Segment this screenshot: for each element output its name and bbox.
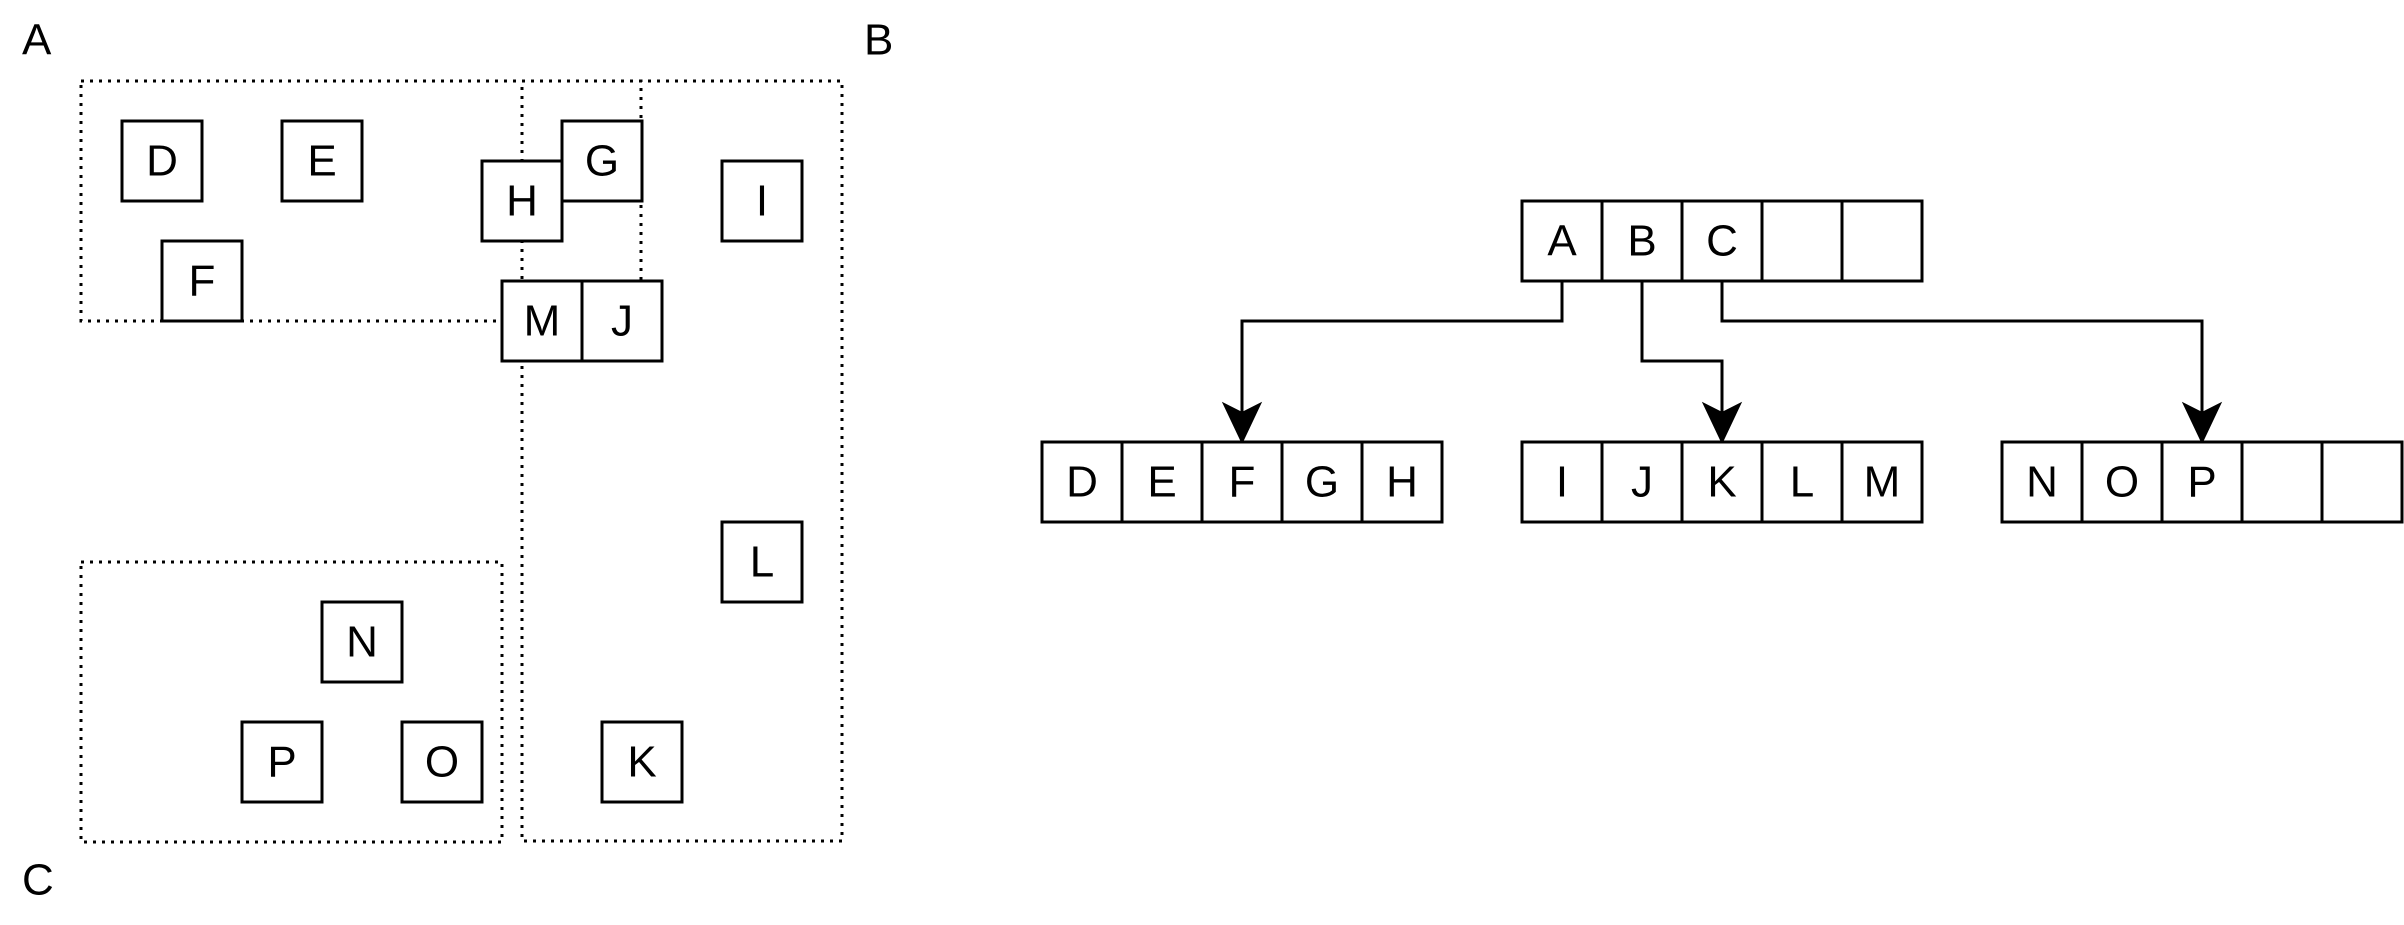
- spatial-item: G: [560, 119, 644, 203]
- edge-b-to-child: [1640, 281, 1724, 412]
- node-cell: M: [1840, 440, 1924, 524]
- node-cell-label: F: [1229, 458, 1256, 507]
- spatial-item-label: G: [585, 137, 619, 186]
- node-cell: [1840, 199, 1924, 283]
- tree-view: A B C D: [1040, 199, 2404, 524]
- spatial-item-label: H: [506, 177, 538, 226]
- spatial-item: N: [320, 600, 404, 684]
- node-cell-label: J: [1631, 458, 1653, 507]
- root-node: A B C: [1520, 199, 1924, 283]
- node-cell: E: [1120, 440, 1204, 524]
- spatial-item-label: P: [267, 738, 296, 787]
- arrowhead-icon: [1701, 401, 1743, 445]
- node-cell-label: N: [2026, 458, 2058, 507]
- spatial-item-label: I: [756, 177, 768, 226]
- node-cell-label: H: [1386, 458, 1418, 507]
- child-node-c: N O P: [2000, 440, 2404, 524]
- node-cell: I: [1520, 440, 1604, 524]
- spatial-item-label: K: [627, 738, 656, 787]
- node-cell: A: [1520, 199, 1604, 283]
- spatial-item: F: [160, 239, 244, 323]
- region-label-c: C: [22, 856, 54, 905]
- node-cell-label: L: [1790, 458, 1814, 507]
- arrowhead-icon: [1221, 401, 1263, 445]
- region-a-box: [79, 79, 643, 323]
- node-cell: G: [1280, 440, 1364, 524]
- spatial-item: E: [280, 119, 364, 203]
- node-cell-label: O: [2105, 458, 2139, 507]
- spatial-item: K: [600, 720, 684, 804]
- arrowhead-icon: [2181, 401, 2223, 445]
- node-cell: L: [1760, 440, 1844, 524]
- child-node-a: D E F G H: [1040, 440, 1444, 524]
- node-cell: P: [2160, 440, 2244, 524]
- tree-edges: [1221, 281, 2223, 445]
- node-cell: C: [1680, 199, 1764, 283]
- edge-c-to-child: [1720, 281, 2204, 412]
- spatial-item-label: O: [425, 738, 459, 787]
- node-cell: B: [1600, 199, 1684, 283]
- spatial-item-label: M: [524, 297, 561, 346]
- spatial-item: H: [480, 159, 564, 243]
- node-cell: K: [1680, 440, 1764, 524]
- node-cell-label: G: [1305, 458, 1339, 507]
- spatial-item: O: [400, 720, 484, 804]
- node-cell-label: B: [1627, 217, 1656, 266]
- spatial-item-label: J: [611, 297, 633, 346]
- region-label-b: B: [864, 16, 893, 65]
- spatial-item-label: E: [307, 137, 336, 186]
- node-cell: [2320, 440, 2404, 524]
- node-cell-label: C: [1706, 217, 1738, 266]
- node-cell-label: M: [1864, 458, 1901, 507]
- node-cell-label: K: [1707, 458, 1736, 507]
- node-cell: J: [1600, 440, 1684, 524]
- spatial-view: A B C D E F H G I M: [22, 16, 893, 905]
- node-cell-label: I: [1556, 458, 1568, 507]
- child-node-b: I J K L M: [1520, 440, 1924, 524]
- node-cell: D: [1040, 440, 1124, 524]
- node-cell-label: E: [1147, 458, 1176, 507]
- spatial-item: J: [580, 279, 664, 363]
- spatial-item-label: F: [189, 257, 216, 306]
- node-cell-label: A: [1547, 217, 1577, 266]
- node-cell-label: D: [1066, 458, 1098, 507]
- spatial-item: L: [720, 520, 804, 604]
- spatial-item-label: L: [750, 538, 774, 587]
- node-cell: [1760, 199, 1844, 283]
- spatial-item: D: [120, 119, 204, 203]
- spatial-item-label: N: [346, 618, 378, 667]
- node-cell: F: [1200, 440, 1284, 524]
- node-cell: [2240, 440, 2324, 524]
- spatial-item-label: D: [146, 137, 178, 186]
- node-cell: O: [2080, 440, 2164, 524]
- spatial-item: P: [240, 720, 324, 804]
- node-cell-label: P: [2187, 458, 2216, 507]
- spatial-item: M: [500, 279, 584, 363]
- edge-a-to-child: [1240, 281, 1564, 412]
- node-cell: N: [2000, 440, 2084, 524]
- spatial-item: I: [720, 159, 804, 243]
- region-label-a: A: [22, 16, 52, 65]
- region-c-box: [79, 560, 504, 844]
- node-cell: H: [1360, 440, 1444, 524]
